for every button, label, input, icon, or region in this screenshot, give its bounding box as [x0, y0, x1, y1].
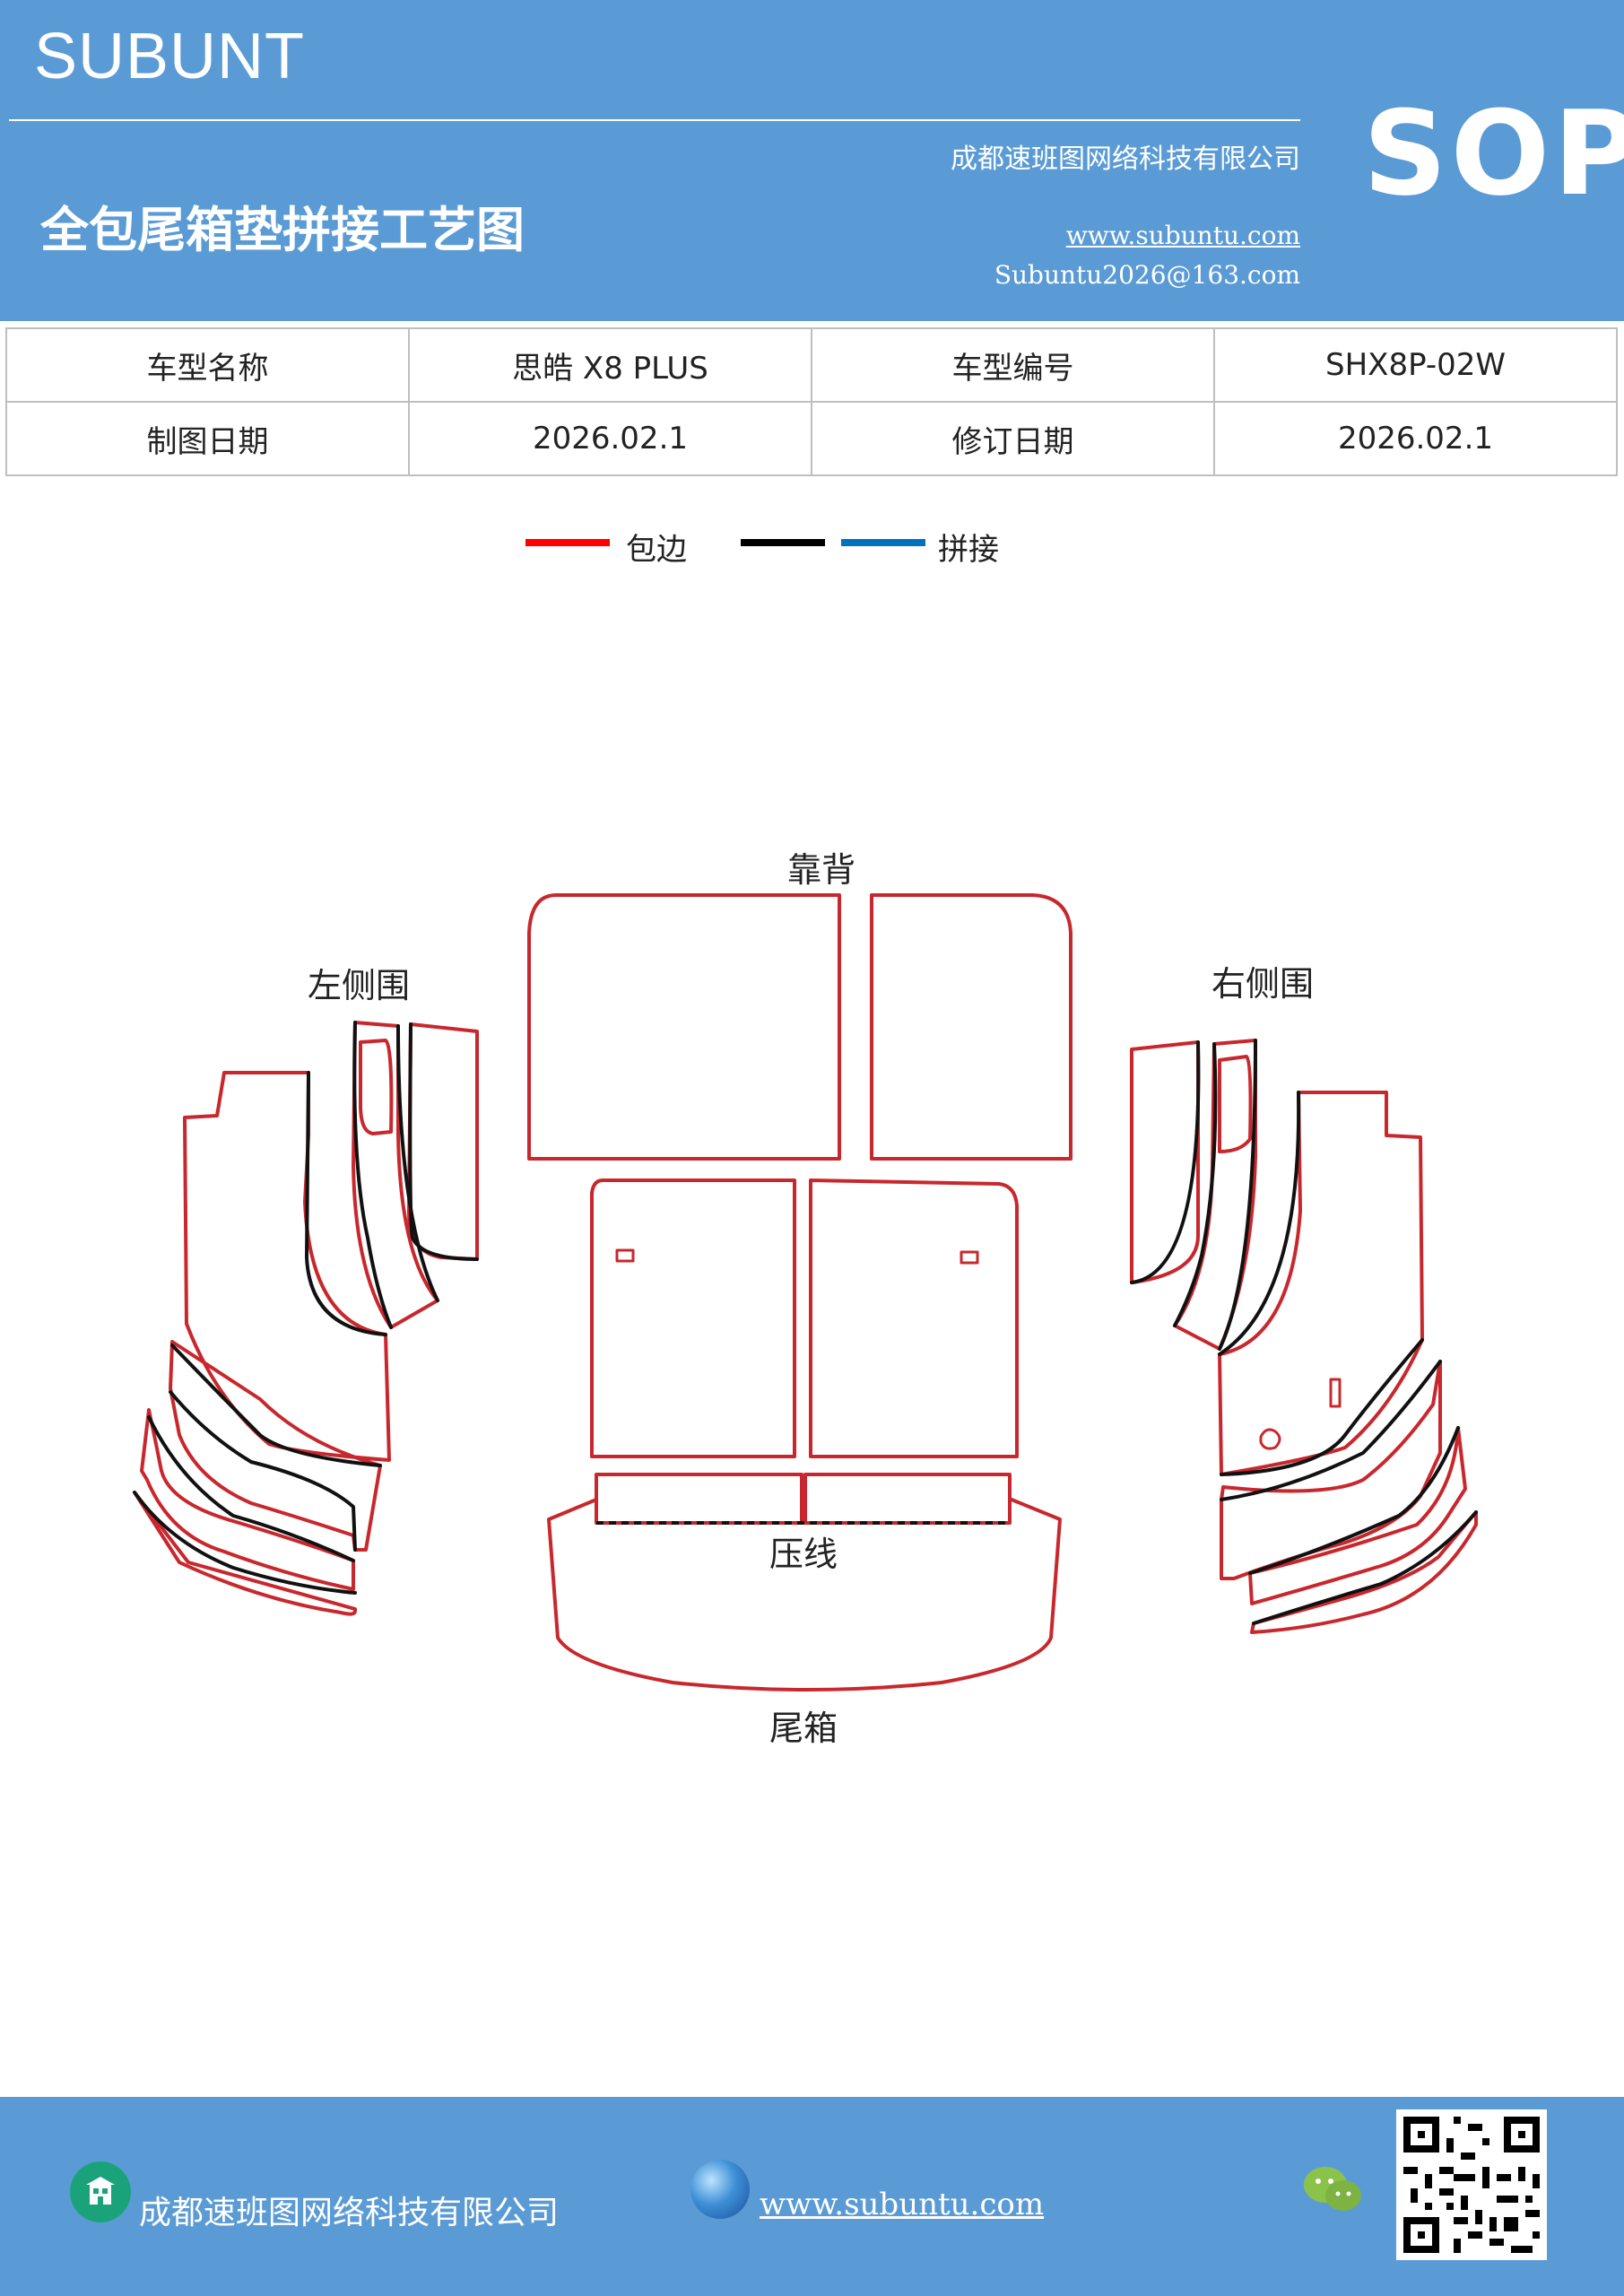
seat-left-panel — [590, 1178, 796, 1458]
label-left-side: 左侧围 — [308, 966, 410, 1005]
header-company: 成都速班图网络科技有限公司 — [951, 144, 1300, 175]
brand-name: SUBUNT — [34, 21, 306, 92]
right-side-hole — [1259, 1428, 1281, 1450]
label-backrest: 靠背 — [787, 850, 855, 890]
backrest-left-panel — [527, 893, 841, 1161]
join-line — [169, 1390, 357, 1552]
label-trunk: 尾箱 — [769, 1709, 838, 1748]
building-icon — [70, 2161, 131, 2222]
legend: 包边 拼接 — [0, 525, 1624, 570]
label-right-side: 右侧围 — [1211, 964, 1314, 1004]
left-side-lower-panel-1 — [169, 1340, 382, 1552]
table-row: 制图日期 2026.02.1 修订日期 2026.02.1 — [5, 401, 1618, 476]
footer-bar: 成都速班图网络科技有限公司 www.subuntu.com — [0, 2097, 1624, 2296]
table-cell: 修订日期 — [811, 401, 1215, 476]
right-side-upper-panel — [1218, 1091, 1424, 1476]
left-side-strip-1 — [352, 1021, 439, 1329]
legend-join-label: 拼接 — [938, 532, 999, 568]
header-banner: SUBUNT SOP 成都速班图网络科技有限公司 全包尾箱垫拼接工艺图 www.… — [0, 0, 1624, 321]
join-line — [352, 1021, 393, 1329]
table-cell: 2026.02.1 — [408, 401, 812, 476]
legend-wrap-swatch — [525, 539, 610, 546]
legend-wrap-label: 包边 — [626, 532, 687, 568]
seat-right-panel — [809, 1178, 1019, 1458]
table-cell: 思皓 X8 PLUS — [408, 327, 812, 403]
join-line — [170, 1344, 382, 1467]
globe-icon — [690, 2160, 750, 2219]
join-line — [1218, 1091, 1301, 1356]
join-line — [408, 1022, 479, 1261]
right-side-slot — [1329, 1378, 1342, 1408]
header-email: Subuntu2026@163.com — [994, 260, 1300, 290]
right-side-lower-panel-1 — [1220, 1360, 1442, 1580]
qr-code — [1396, 2109, 1547, 2260]
table-cell: 车型编号 — [811, 327, 1215, 403]
backrest-right-panel — [870, 893, 1073, 1161]
press-strip-right — [803, 1473, 1012, 1525]
table-row: 车型名称 思皓 X8 PLUS 车型编号 SHX8P-02W — [5, 327, 1618, 403]
join-line — [396, 1024, 439, 1302]
footer-company: 成都速班图网络科技有限公司 — [139, 2195, 560, 2231]
sop-badge: SOP — [1363, 85, 1624, 222]
join-line — [1220, 1360, 1442, 1501]
join-line — [1248, 1426, 1460, 1575]
join-line — [1130, 1040, 1201, 1284]
join-line — [1252, 1510, 1478, 1625]
join-line — [147, 1415, 355, 1562]
left-side-lower-panel-3 — [133, 1491, 357, 1616]
table-cell: 制图日期 — [5, 401, 410, 476]
legend-join-blue-swatch — [841, 539, 925, 546]
seat-left-slot — [615, 1248, 635, 1263]
left-side-upper-panel — [183, 1071, 391, 1462]
join-line — [133, 1491, 357, 1595]
header-website-link[interactable]: www.subuntu.com — [1065, 221, 1300, 250]
left-side-pocket — [359, 1039, 394, 1135]
join-line — [305, 1071, 387, 1336]
seat-right-slot — [960, 1250, 979, 1265]
press-strip-left — [595, 1473, 803, 1525]
join-line — [1220, 1338, 1424, 1476]
vehicle-info-table: 车型名称 思皓 X8 PLUS 车型编号 SHX8P-02W 制图日期 2026… — [5, 327, 1618, 476]
left-side-lower-panel-2 — [140, 1408, 355, 1591]
join-line — [1218, 1039, 1257, 1351]
page-title: 全包尾箱垫拼接工艺图 — [40, 202, 525, 258]
trunk-mat-diagram: 靠背 左侧围 右侧围 压线 尾箱 — [133, 850, 1478, 1748]
right-side-pocket — [1218, 1055, 1253, 1153]
trunk-floor-panel — [547, 1498, 1062, 1692]
table-cell: SHX8P-02W — [1213, 327, 1618, 403]
right-side-strip-2 — [1130, 1040, 1200, 1284]
join-line — [1173, 1042, 1218, 1327]
table-cell: 车型名称 — [5, 327, 410, 403]
right-side-lower-panel-3 — [1250, 1510, 1478, 1634]
table-cell: 2026.02.1 — [1213, 401, 1618, 476]
wechat-icon[interactable] — [1302, 2163, 1365, 2217]
left-side-strip-2 — [407, 1022, 479, 1261]
label-press-line: 压线 — [769, 1535, 838, 1574]
legend-join-black-swatch — [741, 539, 825, 546]
header-divider — [9, 119, 1300, 121]
footer-website-link[interactable]: www.subuntu.com — [760, 2187, 1045, 2222]
